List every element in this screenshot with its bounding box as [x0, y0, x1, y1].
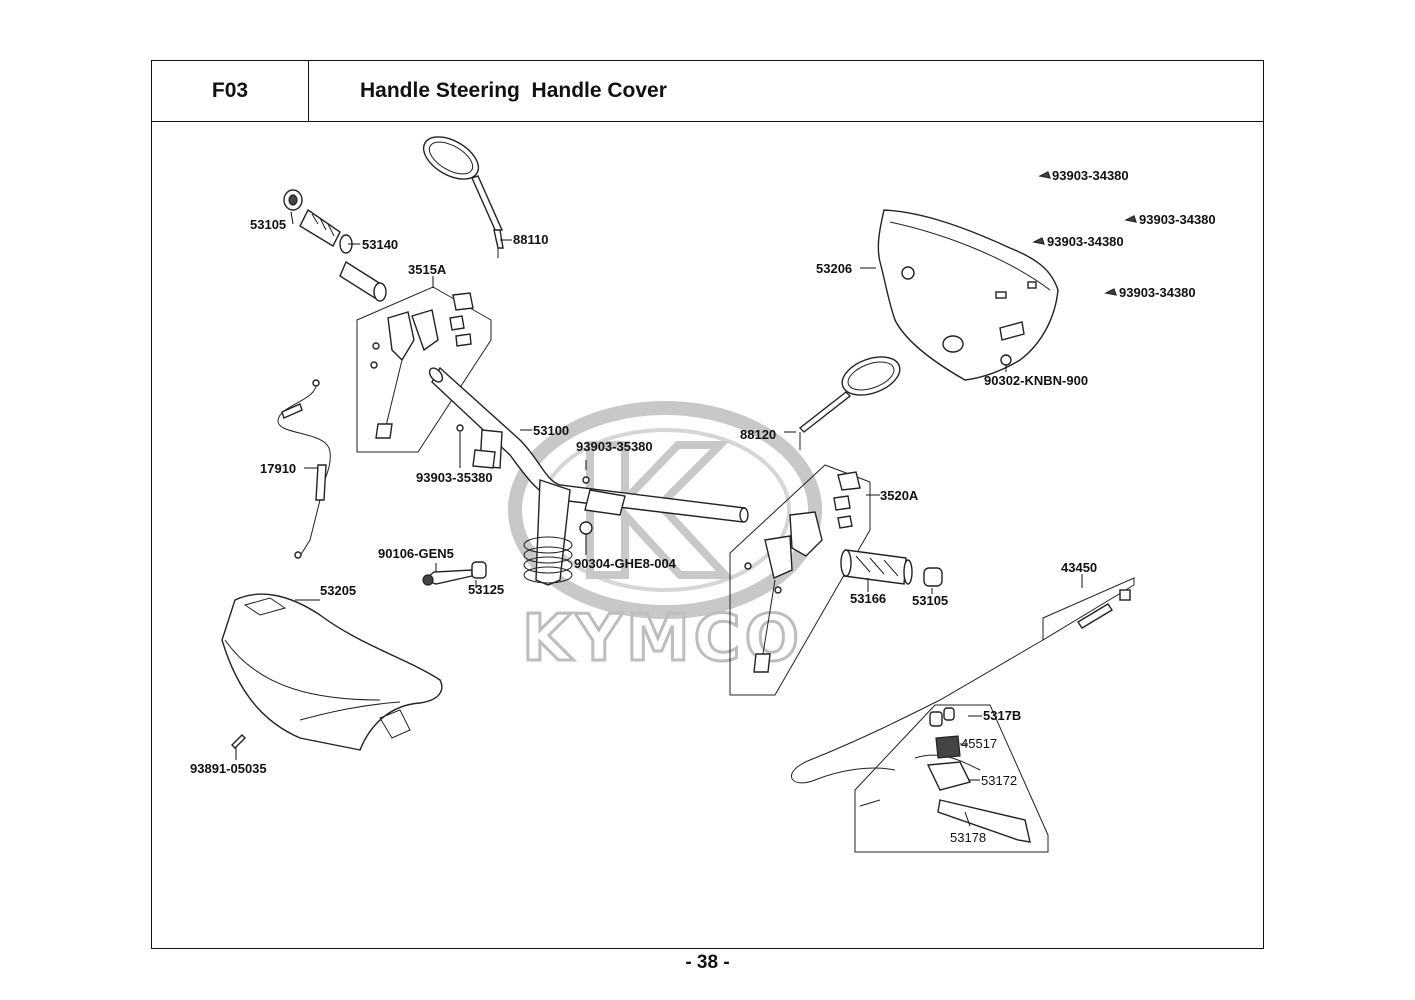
label-53125: 53125	[468, 582, 504, 597]
label-93903-34380-b: 93903-34380	[1139, 212, 1216, 227]
label-5317B: 5317B	[983, 708, 1021, 723]
watermark-brand: KYMCO	[522, 602, 803, 676]
label-3520A: 3520A	[880, 488, 919, 503]
left-mirror-part	[422, 136, 512, 258]
front-handle-cover-part	[221, 593, 443, 751]
left-grip-part	[283, 189, 387, 302]
label-53105-bottom: 53105	[912, 593, 948, 608]
left-switch-group	[356, 276, 492, 453]
throttle-cable-part	[277, 379, 331, 559]
label-93903-35380-left: 93903-35380	[416, 470, 493, 485]
label-53205: 53205	[320, 583, 356, 598]
cover-screws	[1032, 171, 1137, 296]
label-93903-34380-a: 93903-34380	[1052, 168, 1129, 183]
label-93903-35380-right: 93903-35380	[576, 439, 653, 454]
label-90302-KNBN-900: 90302-KNBN-900	[984, 373, 1088, 388]
label-3515A: 3515A	[408, 262, 447, 277]
label-53140: 53140	[362, 237, 398, 252]
label-45517: 45517	[961, 736, 997, 751]
label-53178: 53178	[950, 830, 986, 845]
brake-lever-group	[854, 704, 1049, 853]
rear-handle-cover-part	[860, 209, 1059, 381]
diagram-frame	[151, 121, 1264, 949]
label-53206: 53206	[816, 261, 852, 276]
label-93903-34380-c: 93903-34380	[1047, 234, 1124, 249]
label-93891-05035: 93891-05035	[190, 761, 267, 776]
right-switch-group	[729, 464, 880, 696]
handlebar-part	[428, 366, 749, 586]
label-88120: 88120	[740, 427, 776, 442]
right-grip-part	[840, 549, 943, 594]
label-53105-top: 53105	[250, 217, 286, 232]
label-53166: 53166	[850, 591, 886, 606]
brake-cable-part	[791, 574, 1135, 784]
right-mirror-part	[784, 356, 901, 450]
screw-93891-part	[231, 734, 246, 760]
label-17910: 17910	[260, 461, 296, 476]
label-93903-34380-d: 93903-34380	[1119, 285, 1196, 300]
label-53100: 53100	[533, 423, 569, 438]
label-90304-GHE8-004: 90304-GHE8-004	[574, 556, 677, 571]
label-88110: 88110	[513, 232, 548, 247]
label-43450: 43450	[1061, 560, 1097, 575]
label-53172: 53172	[981, 773, 1017, 788]
screw-parts	[456, 424, 593, 555]
page-number: - 38 -	[685, 952, 730, 973]
label-90106-GEN5: 90106-GEN5	[378, 546, 454, 561]
bolt-parts	[422, 561, 487, 588]
